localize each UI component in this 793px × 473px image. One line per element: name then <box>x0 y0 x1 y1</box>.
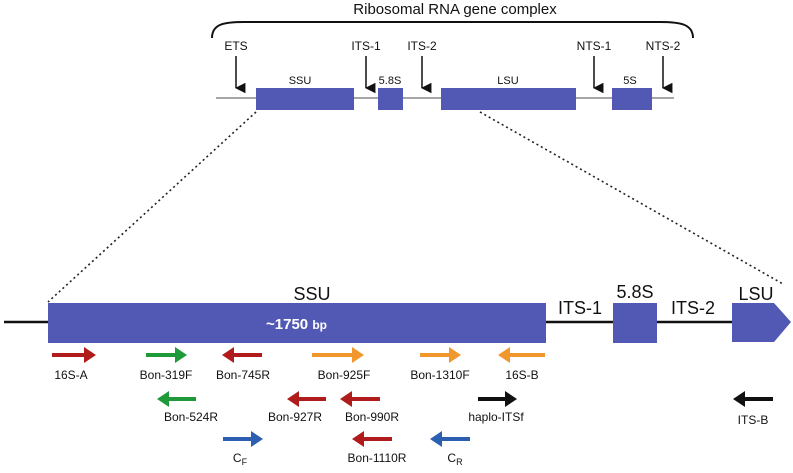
primer-bon-1110r-label: Bon-1110R <box>348 451 407 465</box>
primer-16s-b-arrow <box>498 347 545 363</box>
top-ssu-block <box>256 88 354 110</box>
primer-cf-label: CF <box>233 451 248 467</box>
primer-bon-1310f-arrow <box>420 347 461 363</box>
primer-bon-990r-label: Bon-990R <box>345 410 399 424</box>
bottom-lsu-label: LSU <box>738 284 773 304</box>
primer-bon-319f-arrow <box>146 347 187 363</box>
zoom-line-right <box>479 111 784 285</box>
primer-bon-524r-arrow <box>157 391 196 407</box>
primer-16s-b-label: 16S-B <box>505 368 538 382</box>
bottom-its2-label: ITS-2 <box>671 298 715 318</box>
top-ssu-label: SSU <box>289 75 312 87</box>
bottom-its1-label: ITS-1 <box>558 298 602 318</box>
primer-its-b-arrow <box>733 391 773 407</box>
label-nts2: NTS-2 <box>646 39 681 53</box>
bottom-ssu-length: ~1750 bp <box>266 316 327 333</box>
primer-bon-925f-arrow <box>312 347 364 363</box>
bottom-lsu-block <box>732 303 791 342</box>
top-58s-label: 5.8S <box>379 75 402 87</box>
primer-bon-927r-label: Bon-927R <box>268 410 322 424</box>
primer-bon-990r-arrow <box>340 391 380 407</box>
primer-bon-1110r-arrow <box>352 431 392 447</box>
primer-bon-319f-label: Bon-319F <box>140 368 193 382</box>
top-5s-label: 5S <box>623 75 636 87</box>
primer-haplo-itsf-arrow <box>478 391 517 407</box>
top-58s-block <box>378 88 403 110</box>
diagram-title: Ribosomal RNA gene complex <box>353 1 557 18</box>
label-its1-top: ITS-1 <box>351 39 381 53</box>
primer-16s-a-label: 16S-A <box>54 368 87 382</box>
primer-bon-745r-label: Bon-745R <box>216 368 270 382</box>
primer-cr-label: CR <box>447 451 463 467</box>
primer-16s-a-arrow <box>52 347 96 363</box>
label-its2-top: ITS-2 <box>407 39 437 53</box>
primer-bon-745r-arrow <box>222 347 262 363</box>
primer-bon-1310f-label: Bon-1310F <box>410 368 469 382</box>
bottom-ssu-block <box>48 303 546 343</box>
bottom-58s-block <box>613 303 657 343</box>
top-lsu-label: LSU <box>497 75 518 87</box>
primer-cr-arrow <box>430 431 470 447</box>
label-nts1: NTS-1 <box>577 39 612 53</box>
label-ets: ETS <box>224 39 247 53</box>
primer-cf-arrow <box>223 431 263 447</box>
complex-brace <box>211 21 694 39</box>
top-lsu-block <box>441 88 576 110</box>
bottom-ssu-title: SSU <box>293 284 330 304</box>
bottom-58s-label: 5.8S <box>616 282 653 302</box>
primer-haplo-itsf-label: haplo-ITSf <box>468 410 524 424</box>
primer-bon-927r-arrow <box>287 391 326 407</box>
zoom-line-left <box>47 111 257 303</box>
top-5s-block <box>612 88 652 110</box>
primer-bon-524r-label: Bon-524R <box>164 410 218 424</box>
primer-its-b-label: ITS-B <box>738 413 769 427</box>
primer-bon-925f-label: Bon-925F <box>318 368 371 382</box>
